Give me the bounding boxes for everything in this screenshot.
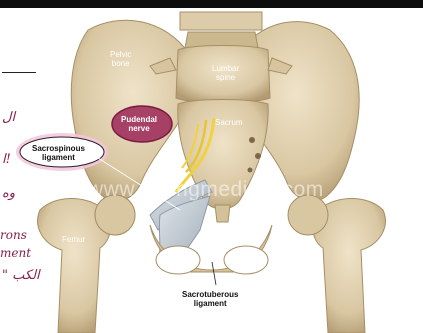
handwriting-5: ment	[0, 246, 31, 260]
vertebra-top	[180, 12, 262, 30]
handwriting-4: rons	[0, 228, 27, 242]
label-pelvic-bone: Pelvic bone	[110, 50, 131, 68]
label-sacrotuberous-ligament: Sacrotuberous ligament	[182, 290, 238, 308]
label-sacrum: Sacrum	[215, 118, 243, 127]
watermark: www.caringmedical.com	[88, 178, 324, 202]
handwriting-1: ال	[2, 110, 15, 125]
label-pudendal-nerve: Pudendal nerve	[121, 115, 157, 133]
label-sacrospinous-ligament: Sacrospinous ligament	[32, 144, 85, 162]
label-femur: Femur	[62, 235, 85, 244]
handwriting-3: وه	[2, 186, 15, 201]
handwriting-2: ا!	[2, 152, 11, 167]
label-lumbar-spine: Lumbar spine	[212, 64, 239, 82]
handwriting-6: " الكب	[2, 268, 40, 283]
